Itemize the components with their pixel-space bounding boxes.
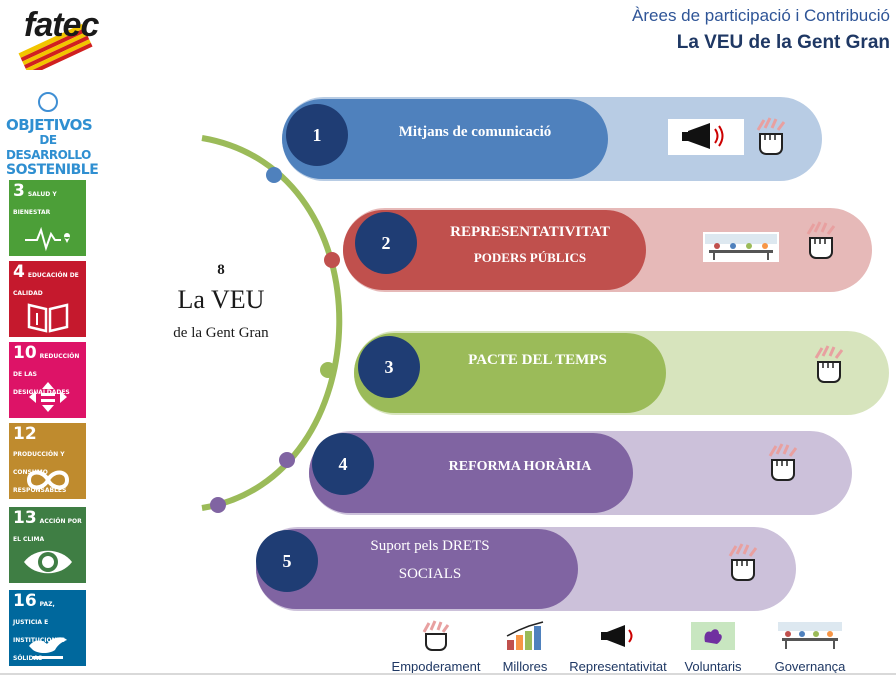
item-2-label-line1: REPRESENTATIVITAT bbox=[450, 224, 610, 240]
legend-governanca: Governança bbox=[760, 620, 860, 674]
ods-tile-label: Salud y bienestar bbox=[13, 191, 57, 216]
item-3-number: 3 bbox=[358, 336, 420, 398]
item-4-number: 4 bbox=[312, 433, 374, 495]
empoderament-icon bbox=[762, 442, 804, 484]
item-5-label-line1: Suport pels DRETS bbox=[370, 538, 490, 554]
representativitat-icon bbox=[668, 119, 744, 155]
ods-tile-13: 13 Acción por el clima bbox=[9, 507, 86, 583]
ods-tile-number: 16 bbox=[13, 591, 37, 611]
item-5-label-line2: SOCIALS bbox=[398, 566, 462, 582]
item-5-number: 5 bbox=[256, 530, 318, 592]
ods-tile-12: 12 Producción y consumo responsables bbox=[9, 423, 86, 499]
item-4-label: REFORMA HORÀRIA bbox=[448, 459, 592, 474]
ods-tile-label: Acción por el clima bbox=[13, 518, 82, 543]
ods-tile-number: 12 bbox=[13, 424, 37, 444]
legend-representativitat: Representativitat bbox=[562, 620, 674, 674]
ods-tile-label: Paz, justicia e instituciones sólidas bbox=[13, 601, 66, 662]
ods-title-line: SOSTENIBLE bbox=[6, 162, 99, 178]
eye-globe-icon bbox=[23, 550, 72, 574]
ods-tile-4: 4 Educación de calidad bbox=[9, 261, 86, 337]
arc-dot-3 bbox=[320, 362, 336, 378]
item-3-label: PACTE DEL TEMPS bbox=[468, 352, 607, 368]
empoderament-icon bbox=[808, 344, 850, 386]
bottom-divider bbox=[0, 673, 896, 675]
empoderament-icon bbox=[722, 542, 764, 584]
governanca-icon bbox=[778, 622, 842, 649]
millores-icon bbox=[506, 621, 544, 650]
legend-millores: Millores bbox=[490, 620, 560, 674]
header-subtitle: Àrees de participació i Contribució bbox=[632, 6, 890, 25]
arc-connector bbox=[201, 135, 343, 513]
fatec-logo: fatec bbox=[14, 4, 124, 70]
ods-tile-number: 10 bbox=[13, 343, 37, 363]
legend-empoderament: Empoderament bbox=[386, 620, 486, 674]
book-icon bbox=[27, 303, 68, 333]
infinity-icon bbox=[26, 470, 69, 490]
empoderament-icon bbox=[422, 620, 450, 651]
logo-text: fatec bbox=[24, 6, 99, 44]
ods-header: OBJETIVOS DE DESARROLLO SOSTENIBLE bbox=[6, 92, 99, 178]
legend-label: Voluntaris bbox=[684, 659, 742, 674]
legend-label: Representativitat bbox=[569, 659, 667, 674]
empoderament-icon bbox=[750, 116, 792, 158]
center-heading: La VEU bbox=[177, 285, 265, 314]
legend-label: Empoderament bbox=[391, 659, 481, 674]
ods-title: OBJETIVOS DE DESARROLLO SOSTENIBLE bbox=[6, 116, 99, 178]
arc-dot-4 bbox=[279, 452, 295, 468]
un-emblem-icon bbox=[38, 92, 58, 112]
ods-tile-label: Educación de calidad bbox=[13, 272, 79, 297]
ods-tile-10: 10 Reducción de las desigualdades bbox=[9, 342, 86, 418]
ods-tile-label: Reducción de las desigualdades bbox=[13, 353, 80, 396]
legend-label: Millores bbox=[502, 659, 548, 674]
ods-title-line: OBJETIVOS bbox=[6, 116, 93, 134]
equality-icon bbox=[28, 382, 67, 412]
center-subtitle: de la Gent Gran bbox=[173, 325, 269, 341]
center-number: 8 bbox=[217, 262, 225, 278]
ods-tile-16: 16 Paz, justicia e instituciones sólidas bbox=[9, 590, 86, 666]
arc-dot-5 bbox=[210, 497, 226, 513]
center-title: 8 La VEU de la Gent Gran bbox=[158, 262, 284, 342]
arc-dot-1 bbox=[266, 167, 282, 183]
empoderament-icon bbox=[800, 220, 842, 262]
item-2-number: 2 bbox=[355, 212, 417, 274]
heartbeat-icon bbox=[24, 226, 70, 252]
ods-tile-number: 13 bbox=[13, 508, 37, 528]
header-title: La VEU de la Gent Gran bbox=[676, 32, 890, 53]
item-2-label-line2: PODERS PÚBLICS bbox=[473, 250, 587, 265]
dove-icon bbox=[28, 637, 67, 659]
legend-label: Governança bbox=[774, 659, 846, 674]
legend-voluntaris: Voluntaris bbox=[676, 620, 750, 674]
item-1-label: Mitjans de comunicació bbox=[398, 124, 552, 140]
ods-tile-number: 3 bbox=[13, 181, 25, 201]
voluntaris-icon bbox=[691, 622, 735, 650]
item-1-number: 1 bbox=[286, 104, 348, 166]
arc-dot-2 bbox=[324, 252, 340, 268]
ods-title-line: DE DESARROLLO bbox=[6, 133, 91, 162]
ods-tile-number: 4 bbox=[13, 262, 25, 282]
ods-tile-3: 3 Salud y bienestar bbox=[9, 180, 86, 256]
governanca-icon bbox=[703, 232, 779, 262]
representativitat-icon bbox=[601, 625, 633, 647]
